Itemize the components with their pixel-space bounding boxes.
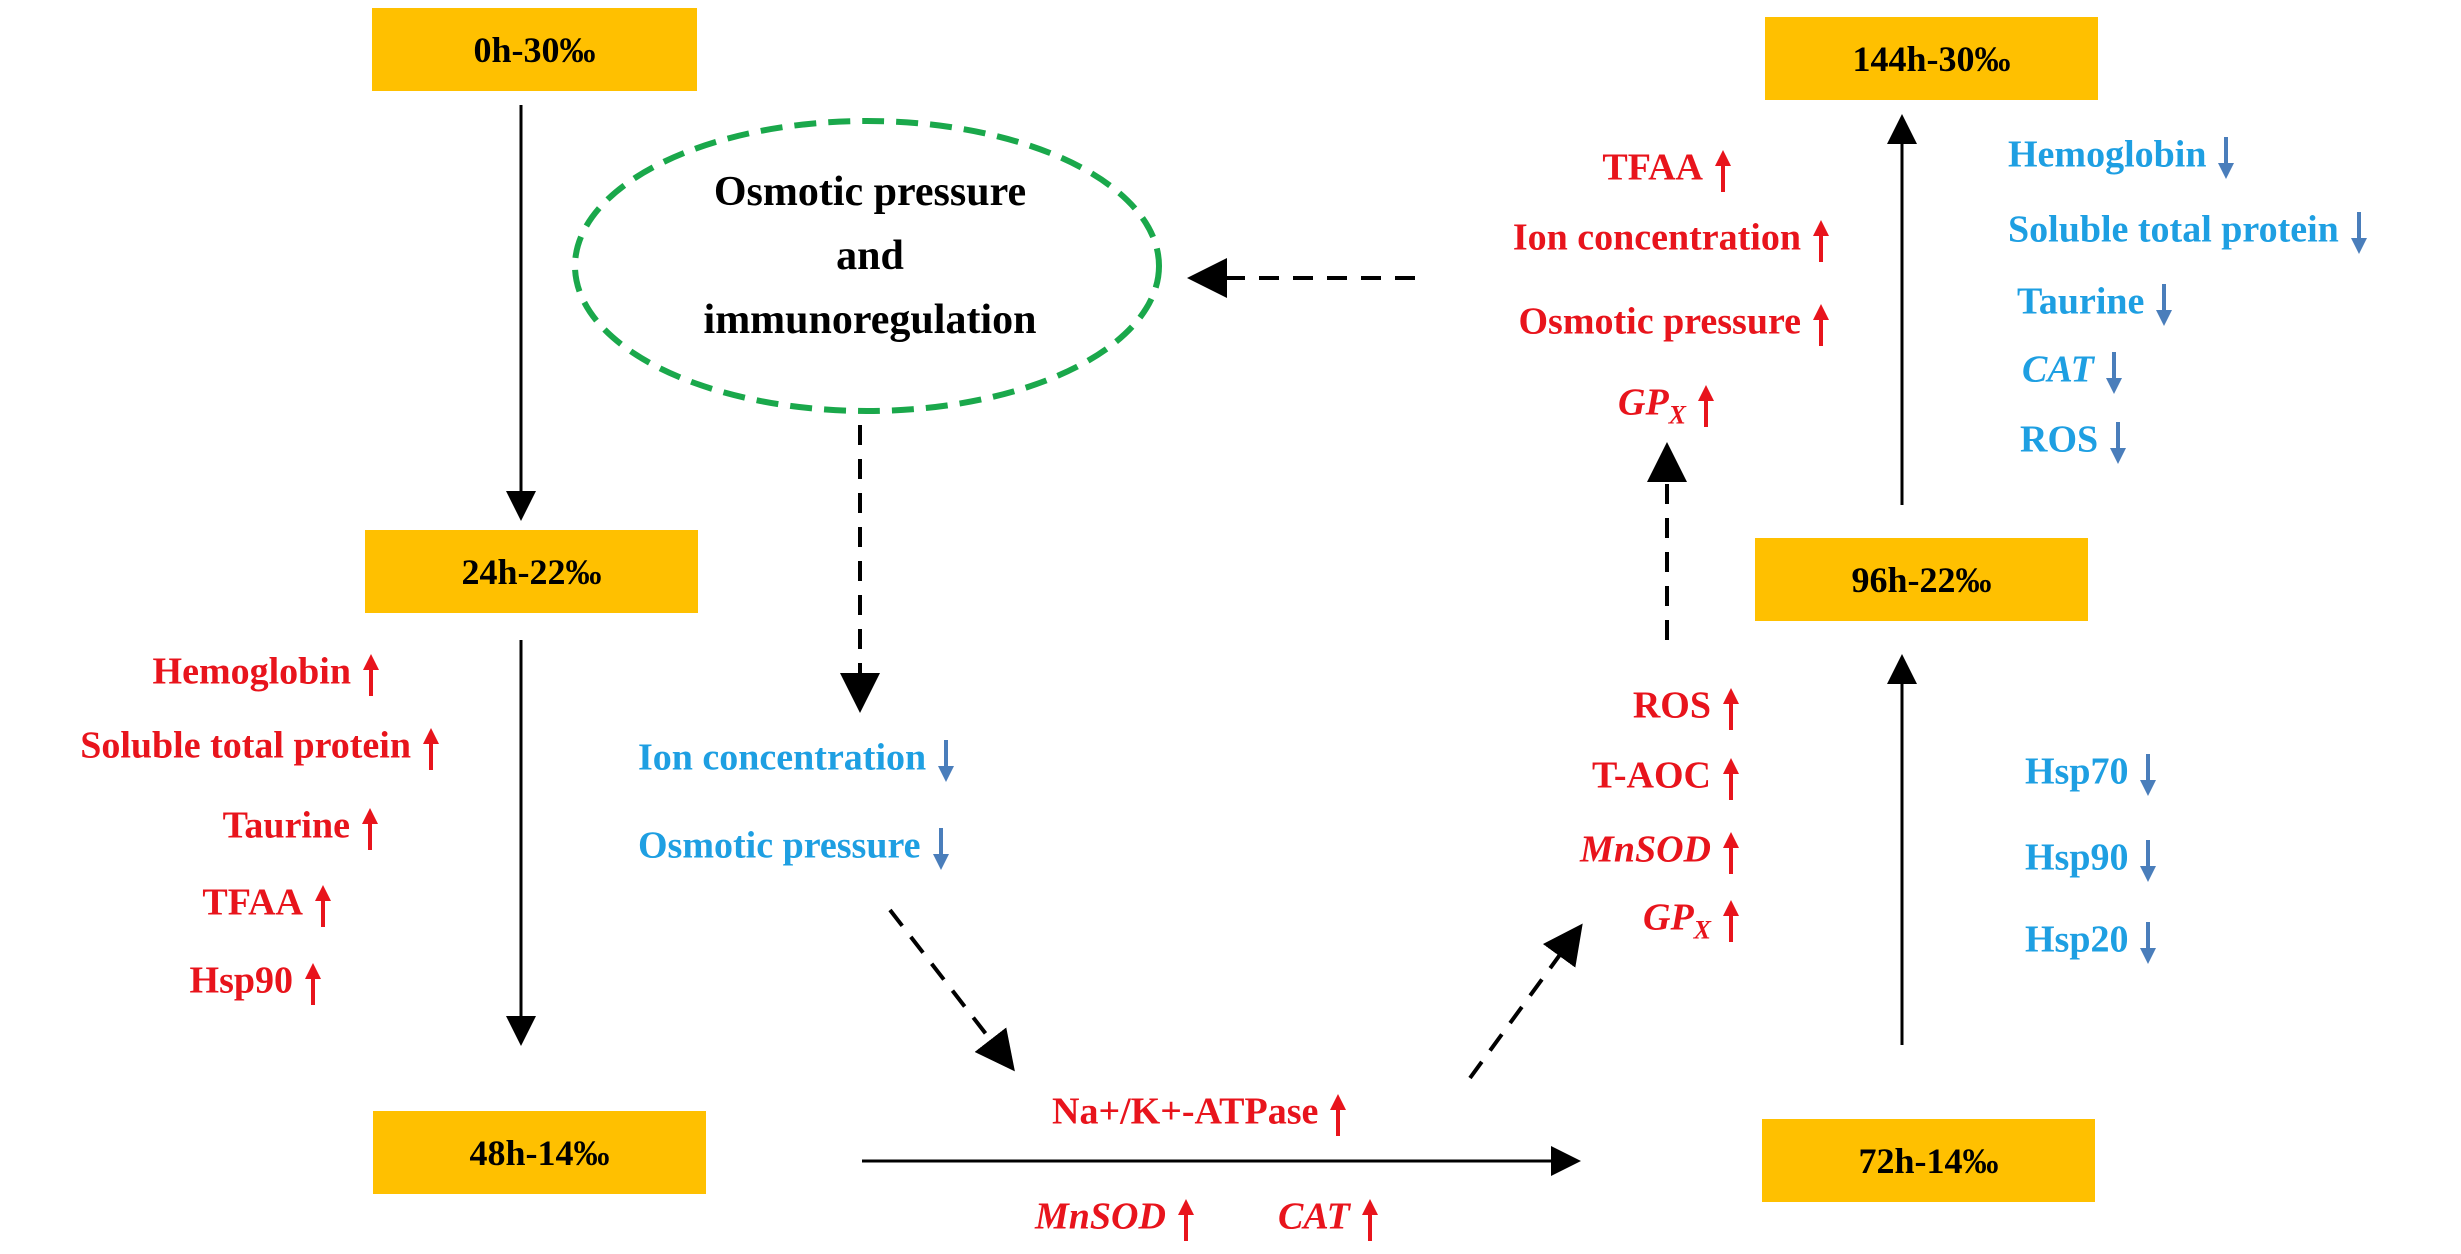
- up-arrow-icon: [305, 963, 321, 1005]
- label-72h-t-aoc: T-AOC: [1592, 756, 1741, 802]
- label-144h-hemoglobin: Hemoglobin: [2008, 135, 2236, 181]
- down-arrow-icon: [2105, 352, 2122, 394]
- label-144h-cat: CAT: [2022, 350, 2124, 396]
- stage-box-144h: 144h-30‰: [1765, 17, 2098, 100]
- up-arrow-icon: [1723, 900, 1739, 942]
- down-arrow-icon: [2350, 212, 2367, 254]
- gpx-subscript: X: [1693, 915, 1711, 945]
- center-ellipse-text: Osmotic pressure and immunoregulation: [570, 160, 1170, 352]
- down-arrow-icon: [2140, 840, 2157, 882]
- down-arrow-icon: [938, 740, 955, 782]
- label-96h-gpx: GPX: [1618, 383, 1716, 429]
- up-arrow-icon: [1177, 1199, 1194, 1241]
- down-arrow-icon: [2140, 754, 2157, 796]
- dashed-arrow-to-ros-group: [1468, 923, 1583, 1080]
- label-bottom-mnsod: MnSOD: [1035, 1197, 1196, 1243]
- center-ellipse: [572, 118, 1162, 414]
- label-96h-ion-concentration: Ion concentration: [1513, 218, 1831, 264]
- label-bottom-cat: CAT: [1278, 1197, 1380, 1243]
- stage-box-96h: 96h-22‰: [1755, 538, 2088, 621]
- up-arrow-icon: [423, 728, 439, 770]
- down-arrow-icon: [2140, 922, 2157, 964]
- stage-box-48h: 48h-14‰: [373, 1111, 706, 1194]
- label-72h-mnsod: MnSOD: [1580, 830, 1741, 876]
- label-mid-ion-concentration: Ion concentration: [638, 738, 956, 784]
- stage-box-72h: 72h-14‰: [1762, 1119, 2095, 1202]
- label-96h-osmotic-pressure: Osmotic pressure: [1518, 302, 1831, 348]
- up-arrow-icon: [1723, 688, 1739, 730]
- label-96h-tfaa: TFAA: [1602, 148, 1733, 194]
- label-24h-tfaa: TFAA: [202, 883, 333, 929]
- up-arrow-icon: [1715, 150, 1731, 192]
- center-line-2: and: [836, 233, 904, 279]
- label-144h-soluble-total-protein: Soluble total protein: [2008, 210, 2369, 256]
- up-arrow-icon: [1723, 832, 1739, 874]
- dashed-arrow-to-atpase: [888, 908, 1015, 1072]
- label-24h-hsp90: Hsp90: [190, 961, 323, 1007]
- label-24h-hemoglobin: Hemoglobin: [153, 652, 381, 698]
- up-arrow-icon: [1330, 1094, 1347, 1136]
- gpx-subscript: X: [1668, 400, 1686, 430]
- up-arrow-icon: [1813, 304, 1829, 346]
- up-arrow-icon: [1813, 220, 1829, 262]
- up-arrow-icon: [1723, 758, 1739, 800]
- up-arrow-icon: [315, 885, 331, 927]
- up-arrow-icon: [363, 654, 379, 696]
- label-144h-ros: ROS: [2020, 420, 2128, 466]
- label-mid-osmotic-pressure: Osmotic pressure: [638, 826, 951, 872]
- up-arrow-icon: [1361, 1199, 1378, 1241]
- label-24h-soluble-total-protein: Soluble total protein: [80, 726, 441, 772]
- label-72h-gpx: GPX: [1643, 898, 1741, 944]
- label-hsp20: Hsp20: [2025, 920, 2158, 966]
- down-arrow-icon: [2110, 422, 2127, 464]
- stage-box-0h: 0h-30‰: [372, 8, 697, 91]
- label-hsp90: Hsp90: [2025, 838, 2158, 884]
- up-arrow-icon: [1698, 385, 1714, 427]
- label-hsp70: Hsp70: [2025, 752, 2158, 798]
- center-line-3: immunoregulation: [703, 297, 1037, 343]
- down-arrow-icon: [932, 828, 949, 870]
- label-72h-ros: ROS: [1633, 686, 1741, 732]
- stage-box-24h: 24h-22‰: [365, 530, 698, 613]
- down-arrow-icon: [2218, 137, 2235, 179]
- label-24h-taurine: Taurine: [223, 806, 380, 852]
- center-line-1: Osmotic pressure: [713, 169, 1027, 215]
- up-arrow-icon: [362, 808, 378, 850]
- down-arrow-icon: [2156, 284, 2173, 326]
- label-144h-taurine: Taurine: [2017, 282, 2174, 328]
- label-bottom-atpase: Na+/K+-ATPase: [1052, 1092, 1348, 1138]
